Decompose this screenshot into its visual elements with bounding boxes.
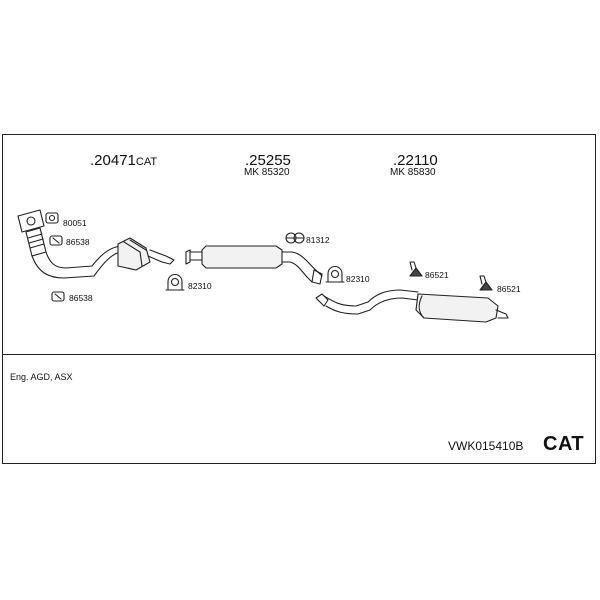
rear-silencer xyxy=(315,289,509,323)
hanger-81312 xyxy=(285,232,305,244)
hanger-86521-right xyxy=(479,275,493,291)
part-label-86538-upper: 86538 xyxy=(66,237,90,247)
gasket-80051 xyxy=(45,212,59,224)
group-catalytic-converter: .20471CAT xyxy=(90,153,157,169)
part-label-86521-left: 86521 xyxy=(425,270,449,280)
engine-note: Eng. AGD, ASX xyxy=(10,372,73,382)
kit-code: VWK015410B xyxy=(448,439,524,453)
part-label-80051: 80051 xyxy=(63,218,87,228)
group-middle-silencer-sub: MK 85320 xyxy=(244,167,290,178)
diagram-frame xyxy=(2,134,596,464)
part-label-86538-lower: 86538 xyxy=(69,293,93,303)
group-number: .25255 xyxy=(245,152,291,169)
catalytic-converter-pipe xyxy=(17,209,175,279)
clamp-82310-front xyxy=(165,273,185,291)
frame-divider xyxy=(2,354,596,355)
group-rear-silencer: .22110 xyxy=(393,153,438,169)
gasket-86538-upper xyxy=(49,235,63,246)
part-label-81312: 81312 xyxy=(306,235,330,245)
group-middle-silencer: .25255 xyxy=(245,153,291,169)
part-label-82310-rear: 82310 xyxy=(346,274,370,284)
clamp-82310-rear xyxy=(325,265,345,283)
group-number: .20471 xyxy=(90,152,136,169)
group-rear-silencer-sub: MK 85830 xyxy=(390,167,436,178)
group-suffix: CAT xyxy=(135,156,158,168)
middle-silencer xyxy=(185,245,323,285)
gasket-86538-lower xyxy=(51,291,65,302)
part-label-86521-right: 86521 xyxy=(497,284,521,294)
part-label-82310-front: 82310 xyxy=(188,281,212,291)
category-label: CAT xyxy=(543,433,585,455)
hanger-86521-left xyxy=(409,261,423,277)
group-number: .22110 xyxy=(393,152,438,169)
